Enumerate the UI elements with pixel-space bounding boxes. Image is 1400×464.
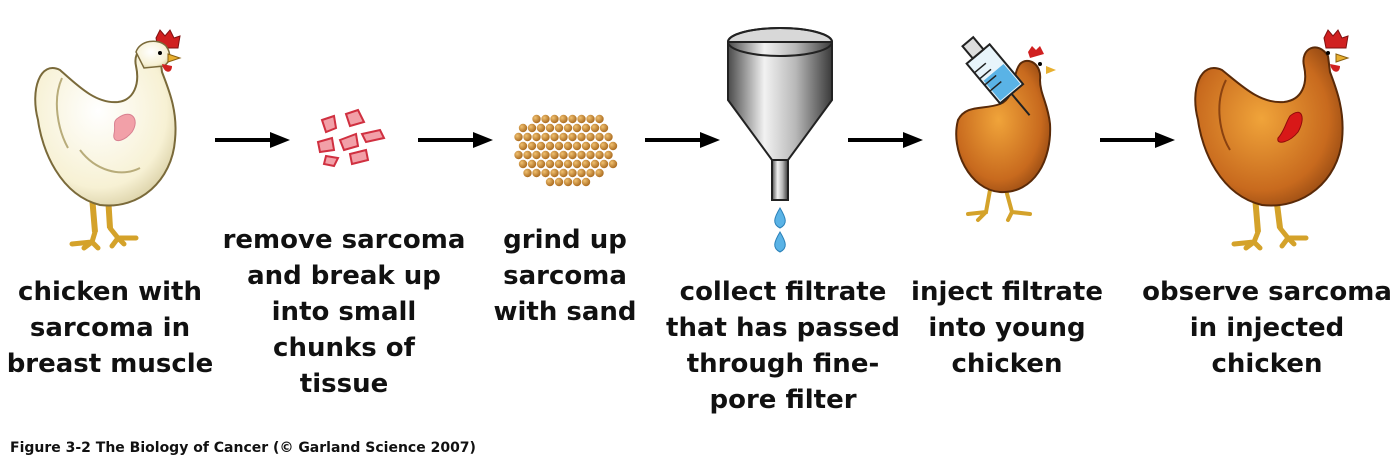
sand-grain: [545, 123, 555, 133]
sand-grain: [590, 141, 600, 151]
sand-grain: [554, 141, 564, 151]
sand-grain: [554, 159, 564, 169]
sand-grain: [577, 150, 586, 160]
sand-grain: [550, 150, 559, 160]
arrow-4: [848, 132, 923, 148]
sand-grain: [532, 114, 541, 124]
sand-grain: [586, 114, 595, 124]
sand-grain: [541, 150, 550, 160]
sand-grain: [532, 150, 541, 160]
sand-grain: [568, 132, 577, 142]
sand-grain: [523, 132, 532, 142]
sand-grain: [590, 123, 600, 133]
sand-grain: [563, 159, 573, 169]
sand-grain: [518, 123, 528, 133]
sand-grain: [536, 123, 546, 133]
ground-sarcoma-sand-icon: [514, 114, 618, 187]
sand-grain: [608, 159, 618, 169]
sand-grain: [568, 168, 577, 178]
sand-grain: [536, 141, 546, 151]
sand-grain: [559, 168, 568, 178]
sand-grain: [586, 168, 595, 178]
sand-grain: [568, 150, 577, 160]
sand-grain: [559, 132, 568, 142]
sand-grain: [550, 114, 559, 124]
sand-grain: [581, 159, 591, 169]
sand-grain: [577, 114, 586, 124]
arrow-5: [1100, 132, 1175, 148]
sand-grain: [559, 114, 568, 124]
sand-grain: [590, 159, 600, 169]
sand-grain: [541, 168, 550, 178]
sand-grain: [532, 168, 541, 178]
sand-grain: [532, 132, 541, 142]
sand-grain: [595, 168, 604, 178]
sand-grain: [550, 132, 559, 142]
sand-grain: [518, 141, 528, 151]
sand-grain: [545, 177, 555, 187]
sand-grain: [541, 132, 550, 142]
sand-grain: [541, 114, 550, 124]
sand-grain: [581, 123, 591, 133]
sand-grain: [514, 132, 523, 142]
sand-grain: [599, 123, 609, 133]
sand-grain: [523, 168, 532, 178]
sand-grain: [545, 141, 555, 151]
chicken-with-sarcoma-icon: [34, 29, 182, 251]
sand-grain: [563, 141, 573, 151]
sand-grain: [554, 123, 564, 133]
chicken-injected-sarcoma-icon: [1194, 29, 1350, 251]
sand-grain: [577, 168, 586, 178]
sand-grain: [581, 141, 591, 151]
sand-grain: [581, 177, 591, 187]
figure-caption: Figure 3-2 The Biology of Cancer (© Garl…: [10, 440, 476, 456]
sand-grain: [586, 150, 595, 160]
sand-grain: [563, 123, 573, 133]
sand-grain: [523, 150, 532, 160]
funnel-filter-icon: [727, 27, 833, 253]
sand-grain: [595, 114, 604, 124]
sand-grain: [572, 141, 582, 151]
arrow-2: [418, 132, 493, 148]
sand-grain: [518, 159, 528, 169]
sand-grain: [559, 150, 568, 160]
sand-grain: [595, 132, 604, 142]
sand-grain: [550, 168, 559, 178]
sand-grain: [572, 177, 582, 187]
sand-grain: [545, 159, 555, 169]
arrow-1: [215, 132, 290, 148]
sand-grain: [527, 159, 537, 169]
sand-grain: [527, 141, 537, 151]
sand-grain: [604, 150, 613, 160]
sand-grain: [554, 177, 564, 187]
sand-grain: [527, 123, 537, 133]
sand-grain: [608, 141, 618, 151]
sand-grain: [595, 150, 604, 160]
sand-grain: [563, 177, 573, 187]
sand-grain: [599, 159, 609, 169]
sand-grain: [572, 123, 582, 133]
sarcoma-chunks-icon: [316, 108, 386, 168]
sand-grain: [514, 150, 523, 160]
sand-grain: [604, 132, 613, 142]
syringe-chicken-icon: [955, 35, 1056, 222]
experiment-diagram: [34, 27, 1350, 253]
sand-grain: [577, 132, 586, 142]
sand-grain: [568, 114, 577, 124]
sand-grain: [586, 132, 595, 142]
sand-grain: [572, 159, 582, 169]
sand-grain: [599, 141, 609, 151]
arrow-3: [645, 132, 720, 148]
sand-grain: [536, 159, 546, 169]
